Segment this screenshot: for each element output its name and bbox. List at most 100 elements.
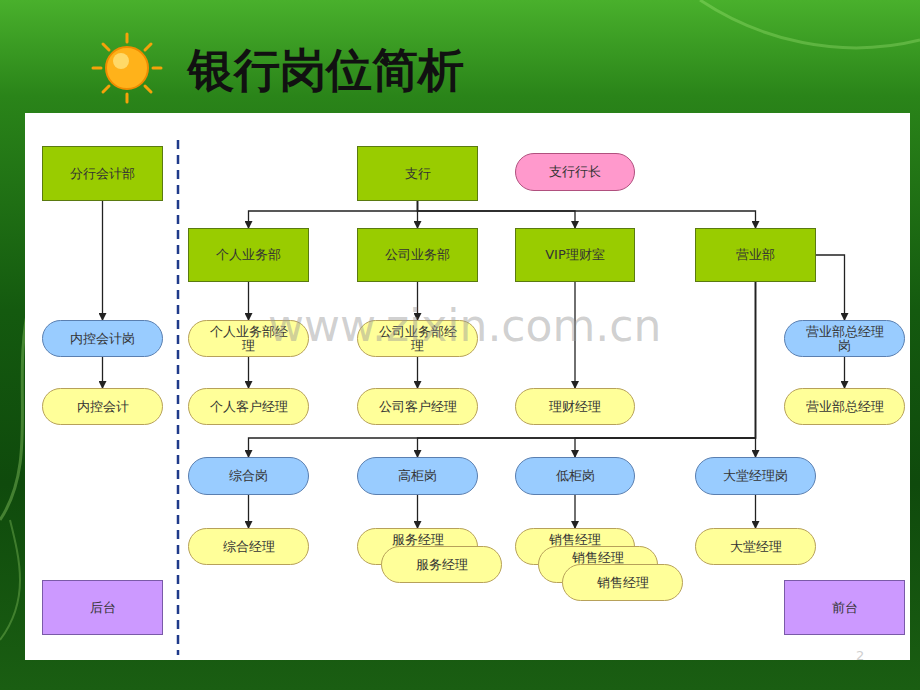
node-text: 公司客户经理 [379, 400, 457, 414]
post-pill: 综合岗 [188, 457, 309, 495]
post-pill: 高柜岗 [357, 457, 478, 495]
role-pill: 个人客户经理 [188, 388, 309, 425]
node-text: 后台 [90, 601, 116, 615]
department-box: 个人业务部 [188, 228, 309, 282]
role-pill: 公司客户经理 [357, 388, 478, 425]
head-pill: 支行行长 [515, 153, 635, 191]
connector-arrow [755, 282, 756, 457]
connector-arrow [102, 201, 103, 320]
post-pill: 营业部总经理岗 [784, 320, 905, 357]
sun-icon [93, 34, 161, 102]
node-text: 前台 [832, 601, 858, 615]
node-text: 营业部总经理 [806, 400, 884, 414]
connector-arrow [249, 282, 756, 457]
connector-arrow [248, 282, 249, 320]
node-text: 销售经理 [597, 576, 649, 590]
node-content: VIP理财室 [545, 248, 605, 262]
node-content: 支行行长 [549, 165, 601, 179]
node-text: 营业部总经理岗 [803, 325, 886, 352]
node-text: 个人业务部 [216, 248, 281, 262]
department-box: 营业部 [695, 228, 816, 282]
node-text: 营业部 [736, 248, 775, 262]
node-text: 服务经理 [392, 533, 444, 547]
slide-title: 银行岗位简析 [188, 40, 464, 102]
role-pill: 内控会计 [42, 388, 163, 425]
node-text: 公司业务部 [385, 248, 450, 262]
node-content: 营业部总经理 [806, 400, 884, 414]
connector-arrow [249, 201, 418, 228]
node-content: 个人客户经理 [210, 400, 288, 414]
department-box: VIP理财室 [515, 228, 635, 282]
node-content: 高柜岗 [398, 469, 437, 483]
connector-arrow [102, 357, 103, 388]
node-text: 支行行长 [549, 165, 601, 179]
node-content: 理财经理 [549, 400, 601, 414]
node-content: 后台 [90, 601, 116, 615]
node-content: 前台 [832, 601, 858, 615]
connector-arrow [816, 255, 845, 320]
node-text: VIP理财室 [545, 248, 605, 262]
node-content: 大堂经理 [730, 540, 782, 554]
connector-arrow [417, 357, 418, 388]
node-content: 销售经理 [572, 551, 624, 565]
node-text: 支行 [405, 167, 431, 181]
node-text: 综合岗 [229, 469, 268, 483]
connector-arrow [417, 495, 418, 528]
connector-arrow [574, 495, 575, 528]
node-text: 分行会计部 [70, 167, 135, 181]
node-content: 低柜岗 [556, 469, 595, 483]
department-box: 公司业务部 [357, 228, 478, 282]
node-text: 大堂经理 [730, 540, 782, 554]
node-content: 销售经理 [549, 533, 601, 547]
role-pill: 销售经理 [562, 564, 683, 601]
post-pill: 内控会计岗 [42, 320, 163, 357]
node-content: 个人业务部 [216, 248, 281, 262]
area-box: 后台 [42, 580, 163, 635]
node-content: 分行会计部 [70, 167, 135, 181]
node-content: 综合经理 [223, 540, 275, 554]
node-content: 大堂经理岗 [723, 469, 788, 483]
node-text: 内控会计岗 [70, 332, 135, 346]
connector-arrow [418, 201, 756, 228]
node-content: 公司客户经理 [379, 400, 457, 414]
connector-arrow [844, 357, 845, 388]
node-content: 支行 [405, 167, 431, 181]
node-content: 销售经理 [597, 576, 649, 590]
node-content: 服务经理 [416, 558, 468, 572]
department-box: 支行 [357, 146, 478, 201]
connector-arrow [248, 495, 249, 528]
node-text: 综合经理 [223, 540, 275, 554]
node-content: 营业部总经理岗 [803, 325, 886, 352]
post-pill: 低柜岗 [515, 457, 635, 495]
department-box: 分行会计部 [42, 146, 163, 201]
connector-arrow [248, 357, 249, 388]
decor-curve [700, 0, 920, 48]
role-pill: 大堂经理 [695, 528, 816, 565]
role-pill: 服务经理 [381, 546, 502, 583]
connector-arrow [755, 495, 756, 528]
node-text: 理财经理 [549, 400, 601, 414]
node-text: 销售经理 [572, 551, 624, 565]
role-pill: 理财经理 [515, 388, 635, 425]
connector-arrow [418, 201, 576, 228]
node-content: 公司业务部 [385, 248, 450, 262]
post-pill: 大堂经理岗 [695, 457, 816, 495]
node-text: 高柜岗 [398, 469, 437, 483]
node-text: 低柜岗 [556, 469, 595, 483]
node-content: 内控会计 [77, 400, 129, 414]
divider-line [177, 140, 180, 655]
node-text: 服务经理 [416, 558, 468, 572]
watermark: www.zixin.com.cn [268, 300, 661, 351]
role-pill: 综合经理 [188, 528, 309, 565]
node-content: 营业部 [736, 248, 775, 262]
node-content: 综合岗 [229, 469, 268, 483]
node-content: 内控会计岗 [70, 332, 135, 346]
node-content: 服务经理 [392, 533, 444, 547]
node-text: 销售经理 [549, 533, 601, 547]
role-pill: 营业部总经理 [784, 388, 905, 425]
node-text: 内控会计 [77, 400, 129, 414]
decor-curve [0, 520, 20, 640]
node-text: 大堂经理岗 [723, 469, 788, 483]
node-text: 个人客户经理 [210, 400, 288, 414]
